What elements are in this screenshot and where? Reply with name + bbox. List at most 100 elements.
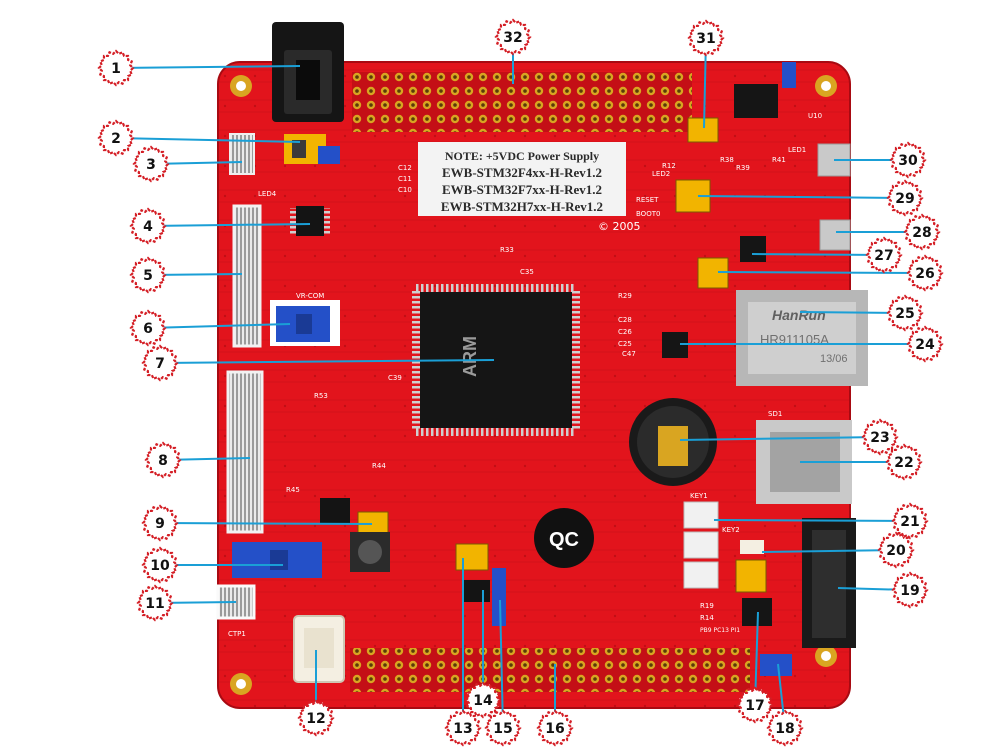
callout-badge-10	[141, 546, 179, 584]
jumper-31	[687, 117, 719, 143]
jumper-20	[735, 559, 767, 593]
note-line-3: EWB-STM32F7xx-H-Rev1.2	[442, 182, 602, 197]
bottom-pin-header	[350, 648, 750, 692]
callout-number-7: 7	[155, 356, 165, 372]
callout-badge-11	[136, 584, 174, 622]
blue-jumper-top	[782, 62, 796, 88]
callout-number-21: 21	[900, 514, 919, 530]
silk-key1: KEY1	[690, 492, 708, 500]
leader-line-23	[679, 436, 881, 441]
callout-number-9: 9	[155, 516, 165, 532]
callout-6: 6	[129, 309, 167, 347]
callout-number-3: 3	[146, 157, 156, 173]
callout-number-31: 31	[696, 31, 715, 47]
callout-badge-2	[97, 119, 135, 157]
silk-r14: R14	[700, 614, 714, 622]
callout-32: 32	[494, 18, 532, 56]
silkscreen-labels: LED1 LED2 LED4 RESET BOOT0 KEY1 KEY2 VR-…	[228, 112, 822, 638]
silk-reset: RESET	[636, 196, 659, 204]
silk-r44: R44	[372, 462, 386, 470]
note-line-1: NOTE: +5VDC Power Supply	[445, 149, 599, 163]
callout-badge-15	[484, 709, 522, 747]
silk-c10: C10	[398, 186, 412, 194]
callout-9: 9	[141, 504, 179, 542]
qc-text: QC	[549, 529, 579, 551]
callout-badge-8	[144, 441, 182, 479]
silk-r12: R12	[662, 162, 676, 170]
silk-c47: C47	[622, 350, 636, 358]
silk-r38: R38	[720, 156, 734, 164]
callout-4: 4	[129, 207, 167, 245]
callout-number-8: 8	[158, 453, 168, 469]
callout-21: 21	[891, 502, 929, 540]
blue-jumper-18	[760, 654, 792, 676]
callout-number-10: 10	[150, 558, 170, 574]
callout-number-18: 18	[775, 721, 794, 737]
silk-c12: C12	[398, 164, 412, 172]
silk-key2: KEY2	[722, 526, 740, 534]
callout-number-30: 30	[898, 153, 918, 169]
power-switch	[284, 134, 340, 164]
leader-line-4	[147, 223, 311, 227]
callout-badge-24	[906, 325, 944, 363]
callout-13: 13	[444, 709, 482, 747]
callout-badge-5	[129, 256, 167, 294]
silk-sd1: SD1	[768, 410, 782, 418]
callout-leaders	[115, 37, 926, 729]
callout-number-26: 26	[915, 266, 934, 282]
silk-r53: R53	[314, 392, 328, 400]
callout-number-19: 19	[900, 583, 919, 599]
qc-sticker	[534, 508, 594, 568]
callout-2: 2	[97, 119, 135, 157]
backlight-potentiometer	[232, 542, 322, 578]
ic-27	[740, 236, 766, 262]
callout-number-16: 16	[545, 721, 564, 737]
leader-line-1	[115, 65, 301, 69]
callout-25: 25	[886, 294, 924, 332]
callout-number-24: 24	[915, 337, 935, 353]
small-ic	[290, 206, 330, 236]
silk-r39: R39	[736, 164, 750, 172]
tft-fpc-connector	[226, 370, 264, 534]
leader-line-21	[713, 519, 911, 522]
callout-11: 11	[136, 584, 174, 622]
callout-31: 31	[687, 19, 725, 57]
copyright-text: © 2005	[598, 220, 641, 233]
callout-badge-28	[903, 213, 941, 251]
callout-badge-26	[906, 254, 944, 292]
callout-badge-6	[129, 309, 167, 347]
callout-1: 1	[97, 49, 135, 87]
callout-badge-32	[494, 18, 532, 56]
callout-15: 15	[484, 709, 522, 747]
callout-number-12: 12	[306, 711, 325, 727]
callout-22: 22	[885, 443, 923, 481]
callout-8: 8	[144, 441, 182, 479]
callout-number-1: 1	[111, 61, 121, 77]
ethernet-brand: HanRun	[772, 307, 826, 323]
callout-number-2: 2	[111, 131, 121, 147]
callout-19: 19	[891, 571, 929, 609]
callout-badge-19	[891, 571, 929, 609]
white-connector	[293, 615, 345, 683]
callout-badge-20	[877, 531, 915, 569]
callout-7: 7	[141, 344, 179, 382]
silk-c25: C25	[618, 340, 632, 348]
silk-c26: C26	[618, 328, 632, 336]
callout-number-14: 14	[473, 693, 493, 709]
callout-badge-18	[766, 709, 804, 747]
callout-number-27: 27	[874, 248, 893, 264]
jumper-13	[455, 543, 489, 571]
regulator-top	[734, 84, 778, 118]
jtag-header	[802, 518, 856, 648]
note-label: NOTE: +5VDC Power Supply EWB-STM32F4xx-H…	[418, 142, 626, 216]
silk-c39: C39	[388, 374, 402, 382]
callout-badge-16	[536, 709, 574, 747]
callout-number-17: 17	[745, 698, 764, 714]
leader-line-7	[159, 359, 495, 364]
callout-number-4: 4	[143, 219, 153, 235]
leader-line-29	[697, 195, 906, 199]
push-buttons	[683, 501, 719, 589]
callout-badge-7	[141, 344, 179, 382]
